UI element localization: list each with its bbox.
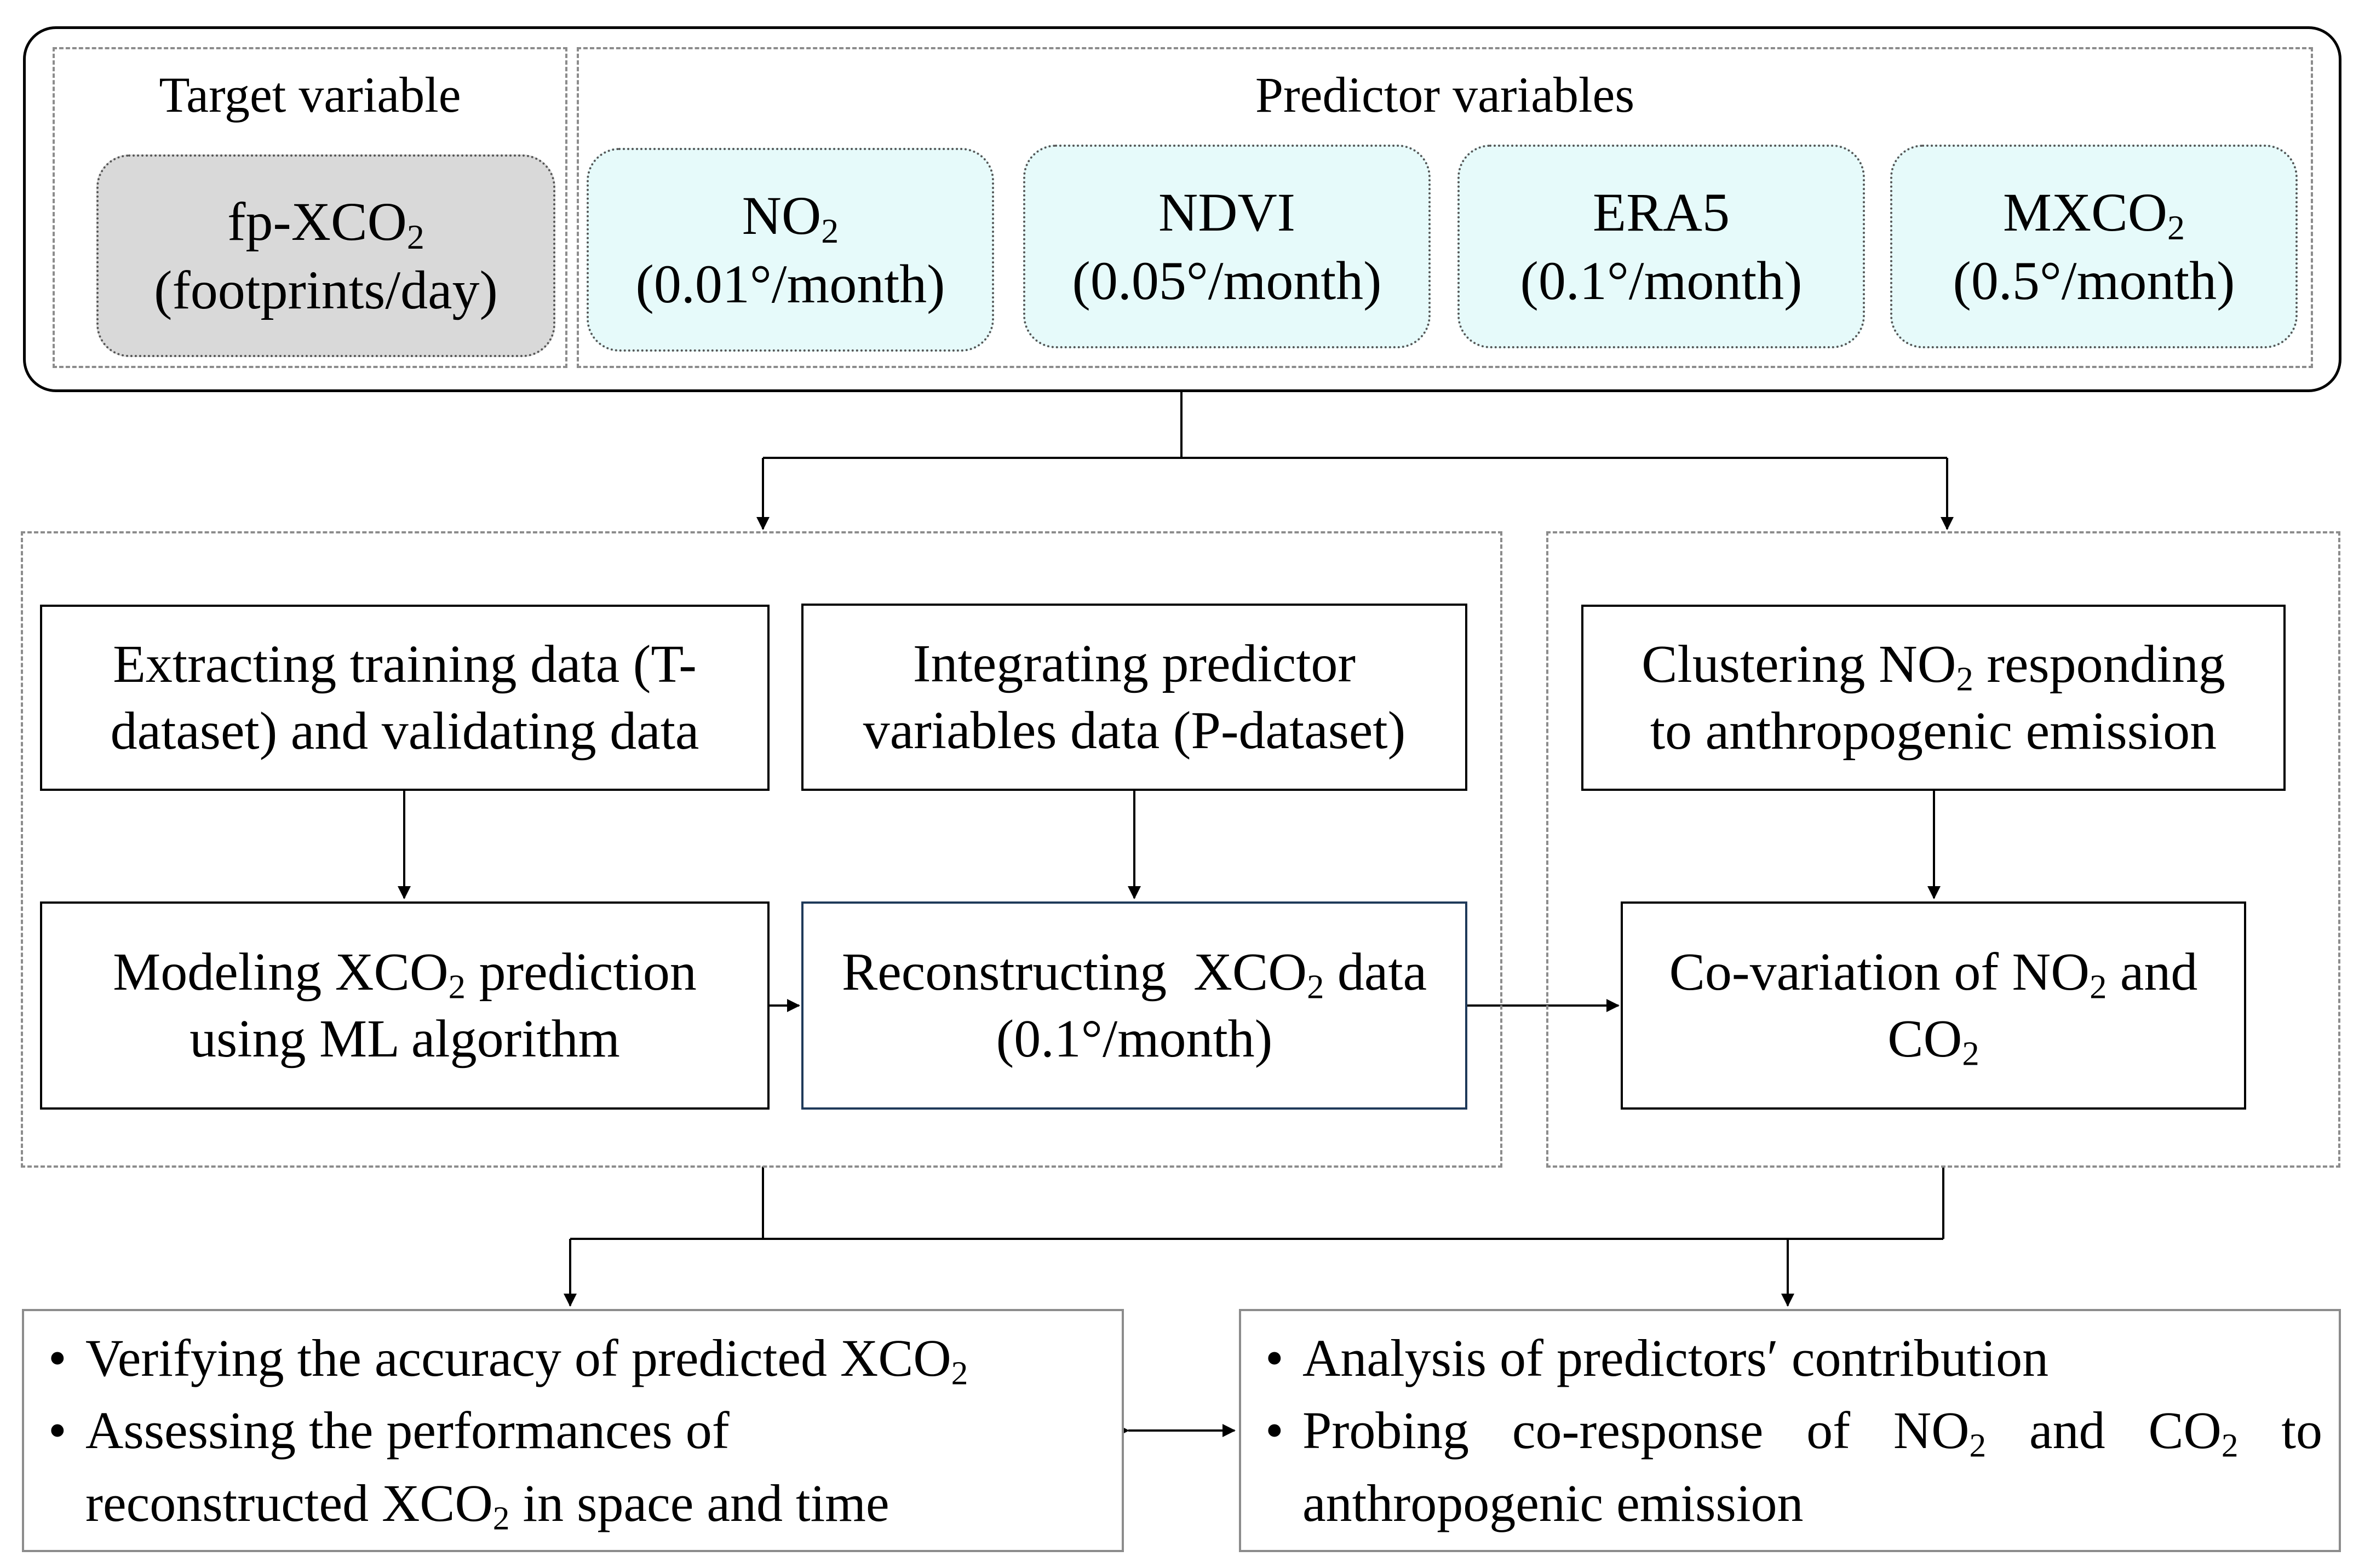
modeling-xco2-box: Modeling XCO2 prediction using ML algori… <box>40 901 770 1110</box>
modeling-line2: using ML algorithm <box>190 1009 620 1069</box>
extract-line1: Extracting training data (T- <box>113 634 697 694</box>
analysis-output-box: • Analysis of predictors′ contribution •… <box>1239 1309 2341 1552</box>
predictor-mxco2-name: MXCO2 <box>2002 182 2185 247</box>
modeling-line1: Modeling XCO2 prediction <box>113 942 697 1006</box>
clustering-line2: to anthropogenic emission <box>1650 702 2217 761</box>
validation-output-box: • Verifying the accuracy of predicted XC… <box>22 1309 1124 1552</box>
covariation-panel <box>1546 531 2340 1168</box>
clustering-no2-box: Clustering NO2 responding to anthropogen… <box>1581 605 2286 791</box>
integrate-line2: variables data (P-dataset) <box>863 701 1406 760</box>
predictor-no2-name: NO2 <box>742 185 839 250</box>
integrate-predictors-box: Integrating predictor variables data (P-… <box>801 604 1467 791</box>
predictor-era5-name: ERA5 <box>1593 182 1730 243</box>
predictor-mxco2-resolution: (0.5°/month) <box>1953 250 2235 311</box>
covariation-box: Co-variation of NO2 and CO2 <box>1621 901 2246 1110</box>
predictor-no2-resolution: (0.01°/month) <box>635 254 945 314</box>
covariation-line1: Co-variation of NO2 and <box>1669 942 2198 1006</box>
clustering-line1: Clustering NO2 responding <box>1641 634 2225 698</box>
predictor-era5-box: ERA5 (0.1°/month) <box>1457 145 1865 348</box>
predictor-ndvi-box: NDVI (0.05°/month) <box>1023 145 1431 348</box>
covariation-line2: CO2 <box>1887 1009 1979 1073</box>
predictor-ndvi-resolution: (0.05°/month) <box>1072 250 1382 311</box>
predictor-ndvi-name: NDVI <box>1158 182 1295 243</box>
extract-training-data-box: Extracting training data (T- dataset) an… <box>40 605 770 791</box>
extract-line2: dataset) and validating data <box>110 702 699 761</box>
output-right-item-1: • Analysis of predictors′ contribution <box>1265 1329 2049 1387</box>
output-left-item-2: • Assessing the performances of reconstr… <box>48 1401 889 1537</box>
target-name: fp-XCO2 <box>227 191 424 256</box>
predictor-group: Predictor variables <box>577 47 2313 368</box>
reconstruction-panel <box>21 531 1502 1168</box>
target-group: Target variable <box>53 47 567 368</box>
integrate-line1: Integrating predictor <box>912 634 1356 693</box>
output-left-item-1: • Verifying the accuracy of predicted XC… <box>48 1329 968 1392</box>
output-right-item-2: • Probing co-response of NO2 and CO2 to … <box>1265 1401 2322 1532</box>
predictor-title: Predictor variables <box>1255 67 1635 123</box>
inputs-panel <box>23 26 2341 392</box>
target-title: Target variable <box>159 67 461 123</box>
target-fp-xco2-box: fp-XCO2 (footprints/day) <box>96 154 555 357</box>
reconstruct-xco2-box: Reconstructing XCO2 data (0.1°/month) <box>801 901 1467 1110</box>
reconstruct-line2: (0.1°/month) <box>996 1009 1273 1069</box>
predictor-no2-box: NO2 (0.01°/month) <box>587 148 994 352</box>
reconstruct-line1: Reconstructing XCO2 data <box>841 942 1427 1006</box>
predictor-era5-resolution: (0.1°/month) <box>1520 250 1803 311</box>
target-resolution: (footprints/day) <box>154 260 498 320</box>
predictor-mxco2-box: MXCO2 (0.5°/month) <box>1890 145 2298 348</box>
